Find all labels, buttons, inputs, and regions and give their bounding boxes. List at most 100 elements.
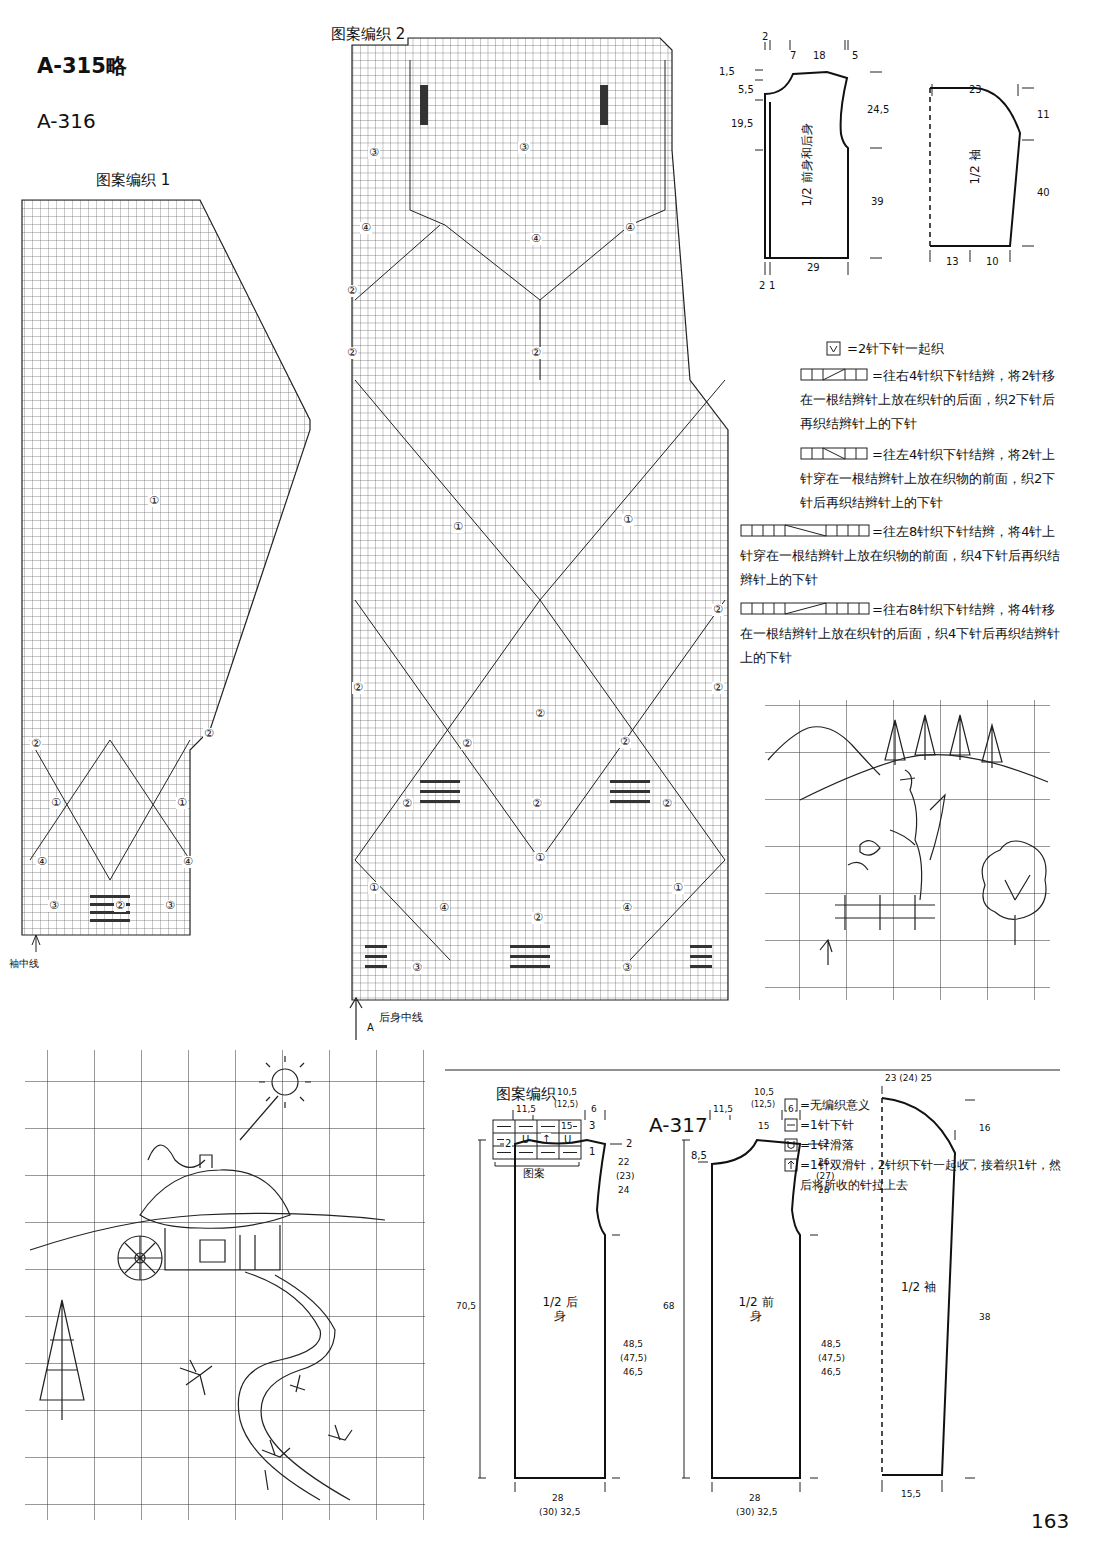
line-art xyxy=(885,720,905,765)
dimension-label: ① xyxy=(452,521,464,533)
dimension-label: (12,5) xyxy=(553,1101,579,1110)
dimension-label: (47,5) xyxy=(619,1354,648,1364)
dimension-label: ② xyxy=(203,728,215,740)
dimension-label: ② xyxy=(346,347,358,359)
line-art xyxy=(890,770,945,900)
dimension-label: 1 xyxy=(588,1146,596,1157)
dimension-label: 11,5 xyxy=(712,1105,734,1115)
line-art xyxy=(768,727,880,775)
dimension-label: ② xyxy=(461,738,473,750)
dimension-label: 38 xyxy=(978,1313,991,1323)
dimension-label: ③ xyxy=(621,962,633,974)
line-art xyxy=(801,369,867,380)
dimension-label: 5 xyxy=(851,50,859,61)
line-art xyxy=(290,1375,352,1440)
dimension-label: A-315略 xyxy=(36,55,128,78)
dimension-label: 后身中线 xyxy=(378,1012,424,1024)
dimension-label: (30) 32,5 xyxy=(538,1508,581,1518)
dimension-label: ② xyxy=(346,285,358,297)
line-art xyxy=(30,740,190,880)
outline-path xyxy=(515,1140,605,1478)
dimension-label: ② xyxy=(532,912,544,924)
piece-name: 1/2 前身和后身 xyxy=(798,121,814,208)
dimension-label: 15 xyxy=(757,1122,770,1132)
dimension-label: A-317 xyxy=(648,1114,709,1136)
dimension-label: ② xyxy=(530,347,542,359)
line-art xyxy=(262,1440,290,1490)
line-art xyxy=(365,945,387,948)
line-art xyxy=(420,85,428,125)
dimension-label: 16 xyxy=(978,1124,991,1134)
line-art xyxy=(785,1139,797,1151)
line-art xyxy=(690,945,712,948)
line-art xyxy=(365,965,387,968)
dimension-label: 48,5 xyxy=(622,1340,644,1350)
line-art xyxy=(30,1213,385,1250)
dimension-label: 23 (24) 25 xyxy=(884,1074,933,1084)
line-art xyxy=(787,1125,795,1126)
dimension-label: ② xyxy=(114,900,126,912)
line-art xyxy=(118,1236,162,1280)
line-art xyxy=(755,40,1034,275)
dimension-label: ② xyxy=(352,682,364,694)
piece-name: 1/2 袖 xyxy=(897,1278,939,1294)
legend-text: =往右8针织下针结辫，将4针移在一根结辫针上放在织针的后面，织4下针后再织结辫针… xyxy=(740,598,1065,670)
dimension-label: ① xyxy=(368,882,380,894)
dimension-label: (12,5) xyxy=(750,1101,776,1110)
dimension-label: 6 xyxy=(787,1105,795,1115)
dimension-label: 10,5 xyxy=(753,1088,775,1098)
line-art xyxy=(835,895,935,930)
line-art xyxy=(240,1056,311,1140)
line-art xyxy=(690,965,712,968)
dimension-label: ① xyxy=(622,514,634,526)
legend-text: =无编织意义 xyxy=(800,1095,1070,1115)
legend-text: =往左4针织下针结辫，将2针上针穿在一根结辫针上放在织物的前面，织2下针后再织结… xyxy=(800,443,1065,515)
dimension-label: ④ xyxy=(360,222,372,234)
dimension-label: ② xyxy=(534,708,546,720)
dimension-label: 图案编织 1 xyxy=(95,172,171,189)
dimension-label: 图案 xyxy=(522,1168,546,1180)
dimension-label: ② xyxy=(712,682,724,694)
line-art xyxy=(90,895,130,898)
outline-path xyxy=(712,1140,800,1478)
line-art xyxy=(180,1360,212,1395)
dimension-label: 10,5 xyxy=(556,1088,578,1098)
dimension-label: 28 xyxy=(551,1494,564,1504)
dimension-label: 39 xyxy=(870,196,885,207)
dimension-label: 1 xyxy=(768,280,776,291)
line-art xyxy=(752,603,859,614)
dimension-label: ① xyxy=(672,882,684,894)
line-art xyxy=(510,945,550,948)
line-art xyxy=(768,715,1048,965)
line-art xyxy=(25,1050,425,1520)
outline-path xyxy=(882,1098,955,1475)
dimension-label: 46,5 xyxy=(622,1368,644,1378)
line-art xyxy=(420,790,460,793)
dimension-label: 3 xyxy=(588,1120,596,1131)
dimension-label: 163 xyxy=(1030,1510,1070,1532)
line-art xyxy=(140,1155,290,1228)
line-art xyxy=(801,448,867,459)
dimension-label: 2 xyxy=(761,31,769,42)
line-art xyxy=(355,60,725,960)
line-art xyxy=(32,935,40,952)
line-art xyxy=(272,1069,298,1095)
line-art xyxy=(982,841,1046,945)
dimension-label: ④ xyxy=(182,856,194,868)
dimension-label: 图案编织 2 xyxy=(330,26,406,43)
dimension-label: 15,5 xyxy=(900,1490,922,1500)
dimension-label: (30) 32,5 xyxy=(735,1508,778,1518)
line-art xyxy=(690,955,712,958)
garment-piece: 1/2 前身 xyxy=(712,1140,800,1478)
line-art xyxy=(812,448,856,459)
line-art xyxy=(493,1120,581,1159)
center-line xyxy=(929,88,931,246)
garment-piece: 1/2 袖 xyxy=(882,1098,955,1475)
dimension-label: 6 xyxy=(590,1105,598,1115)
line-art xyxy=(495,1162,579,1166)
dimension-label: 图案编织 xyxy=(495,1086,557,1103)
dimension-label: 19,5 xyxy=(730,118,754,129)
line-art xyxy=(741,603,869,614)
outline-path xyxy=(765,72,848,258)
